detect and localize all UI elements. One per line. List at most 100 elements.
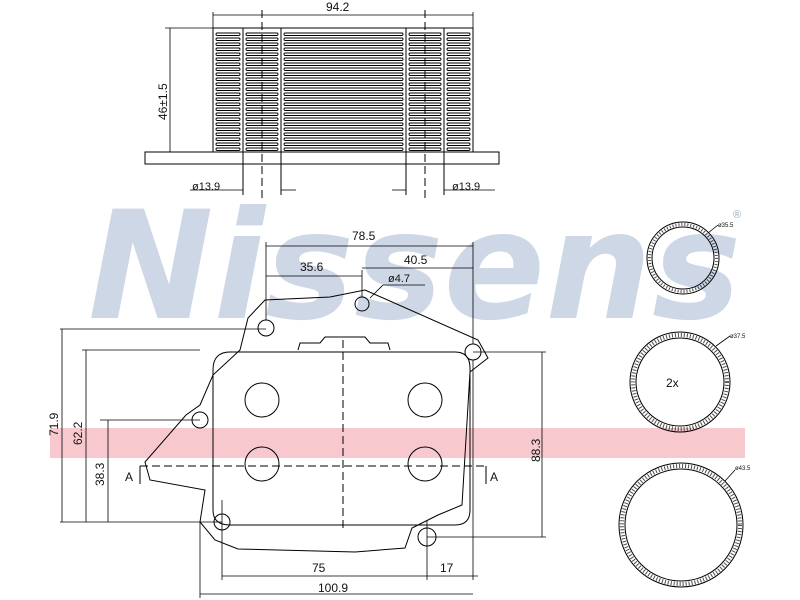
- fin: [215, 117, 241, 121]
- fin: [446, 102, 471, 106]
- fin: [408, 137, 442, 141]
- dim-height: 46±1.5: [156, 83, 170, 120]
- fin: [283, 57, 404, 61]
- dim-71-9: 71.9: [47, 412, 61, 436]
- top-view: 94.2 46±1.5 ø13.9 ø13.9: [144, 0, 500, 200]
- fin: [446, 127, 471, 131]
- fin: [283, 67, 404, 71]
- dim-88-3: 88.3: [529, 438, 543, 462]
- fin: [215, 137, 241, 141]
- seal-2-quantity: 2x: [666, 376, 679, 390]
- dim-right-port: ø13.9: [452, 181, 480, 193]
- fin: [215, 57, 241, 61]
- fin: [215, 87, 241, 91]
- fin: [215, 92, 241, 96]
- dim-75: 75: [312, 561, 326, 575]
- dim-40-5: 40.5: [404, 253, 428, 267]
- fin: [245, 77, 279, 81]
- fin: [283, 62, 404, 66]
- fin: [408, 77, 442, 81]
- fin: [245, 42, 279, 46]
- fin: [283, 102, 404, 106]
- fin: [283, 112, 404, 116]
- registered-mark: ®: [733, 209, 741, 221]
- fin: [215, 147, 241, 151]
- fin: [245, 102, 279, 106]
- base-plate: [144, 151, 500, 165]
- fin: [446, 77, 471, 81]
- fin: [446, 32, 471, 36]
- dim-width: 94.2: [326, 0, 350, 14]
- fin: [245, 137, 279, 141]
- fin: [215, 47, 241, 51]
- fin: [215, 132, 241, 136]
- brand-stripe: [50, 428, 745, 458]
- front-view: A A 78.5 35.6 40.5 ø4.7 71.9 62.2 38.3 8…: [47, 229, 546, 598]
- seal-ring-1-inner: [651, 226, 715, 290]
- dim-left-port: ø13.9: [192, 181, 220, 193]
- fin: [446, 57, 471, 61]
- fin: [446, 72, 471, 76]
- fin: [283, 122, 404, 126]
- fin: [446, 67, 471, 71]
- fin: [283, 87, 404, 91]
- dim-17: 17: [440, 561, 454, 575]
- fin: [446, 82, 471, 86]
- fin: [408, 42, 442, 46]
- dim-38-3: 38.3: [93, 462, 107, 486]
- fin: [283, 52, 404, 56]
- fin: [446, 117, 471, 121]
- fin: [215, 37, 241, 41]
- seal-ring-1-outer: [646, 221, 720, 295]
- dim-62-2: 62.2: [71, 421, 85, 445]
- port-lower-right: [407, 446, 443, 482]
- fin: [446, 107, 471, 111]
- fin-block: [212, 27, 474, 153]
- fin: [446, 147, 471, 151]
- fin: [215, 102, 241, 106]
- seal-2-label: ø37.5: [730, 334, 746, 340]
- port-upper-right: [407, 382, 443, 418]
- fin: [446, 52, 471, 56]
- fin: [215, 32, 241, 36]
- fin: [446, 47, 471, 51]
- fin: [283, 37, 404, 41]
- fin: [283, 32, 404, 36]
- fin: [283, 142, 404, 146]
- fin: [283, 92, 404, 96]
- section-marker-left: A: [125, 470, 133, 484]
- fin: [446, 92, 471, 96]
- fin: [215, 142, 241, 146]
- fin: [446, 97, 471, 101]
- fin: [446, 42, 471, 46]
- fin: [446, 122, 471, 126]
- fin: [215, 67, 241, 71]
- fin: [283, 97, 404, 101]
- fin: [446, 132, 471, 136]
- fin: [446, 37, 471, 41]
- fin: [215, 77, 241, 81]
- fin-stack: [215, 32, 471, 151]
- fin: [215, 107, 241, 111]
- fin: [283, 127, 404, 131]
- fin: [215, 72, 241, 76]
- seal-3-label: ø43.5: [735, 466, 751, 472]
- fin: [215, 122, 241, 126]
- dim-35-6: 35.6: [300, 260, 324, 274]
- fin: [283, 72, 404, 76]
- fin: [408, 102, 442, 106]
- fin: [283, 82, 404, 86]
- fin: [283, 77, 404, 81]
- fin: [283, 47, 404, 51]
- fin: [283, 42, 404, 46]
- seal-1-label: ø35.5: [718, 223, 734, 229]
- seal-ring-3-inner: [624, 468, 738, 582]
- seal-ring-2-inner: [635, 337, 725, 427]
- port-upper-left: [244, 382, 280, 418]
- fin: [446, 62, 471, 66]
- fin: [446, 137, 471, 141]
- fin: [215, 62, 241, 66]
- fin: [283, 107, 404, 111]
- fin: [215, 112, 241, 116]
